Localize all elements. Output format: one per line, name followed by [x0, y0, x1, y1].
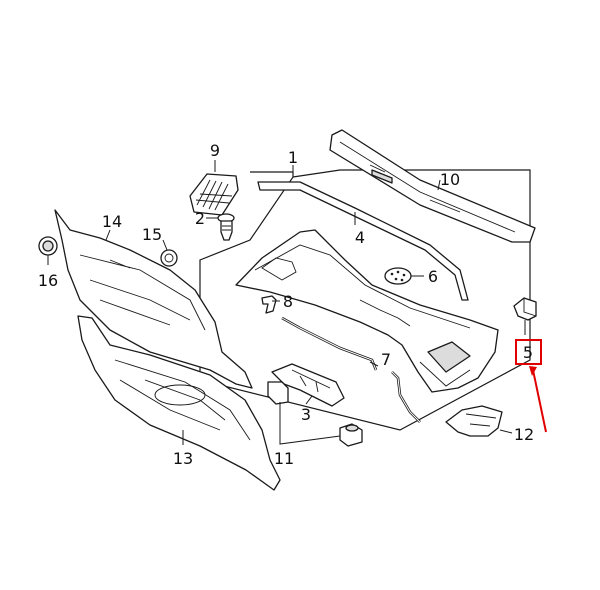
highlight-box [515, 339, 542, 365]
part-8-clip[interactable] [261, 295, 277, 314]
part-11-clip-b[interactable] [339, 423, 363, 447]
part-11-clip-a[interactable] [267, 381, 289, 405]
part-9-vent-grille[interactable] [189, 173, 239, 216]
callout-16-label: 16 [38, 271, 58, 290]
callout-9-label: 9 [210, 141, 220, 160]
callout-1-label: 1 [288, 148, 298, 167]
part-1-cowl-panel[interactable] [235, 229, 499, 393]
callout-3-label: 3 [301, 405, 311, 424]
callout-7-label: 7 [381, 350, 391, 369]
part-13-insulator[interactable] [77, 315, 281, 491]
part-4-hood-seal[interactable] [257, 181, 469, 301]
part-2-push-clip[interactable] [217, 213, 235, 241]
part-15-plug[interactable] [160, 249, 178, 267]
part-16-grommet[interactable] [38, 236, 58, 256]
part-5-clip[interactable] [513, 297, 537, 321]
part-10-cowl-weatherstrip[interactable] [329, 129, 536, 243]
leader-lines [47, 160, 526, 445]
part-12-bracket[interactable] [445, 405, 503, 437]
callout-8-label: 8 [283, 292, 293, 311]
highlight-arrow [529, 366, 547, 433]
callout-6-label: 6 [428, 267, 438, 286]
part-6-grommet[interactable] [384, 267, 412, 285]
callout-12-label: 12 [514, 425, 534, 444]
part-3-bracket[interactable] [271, 363, 345, 407]
callout-2-label: 2 [195, 209, 205, 228]
callout-10-label: 10 [440, 170, 460, 189]
callout-15-label: 15 [142, 225, 162, 244]
callout-5-label: 5 [523, 343, 533, 362]
callout-14-label: 14 [102, 212, 122, 231]
callout-13-label: 13 [173, 449, 193, 468]
callout-11-label: 11 [274, 449, 294, 468]
callout-4-label: 4 [355, 228, 365, 247]
part-14-dash-insulator[interactable] [54, 209, 253, 389]
